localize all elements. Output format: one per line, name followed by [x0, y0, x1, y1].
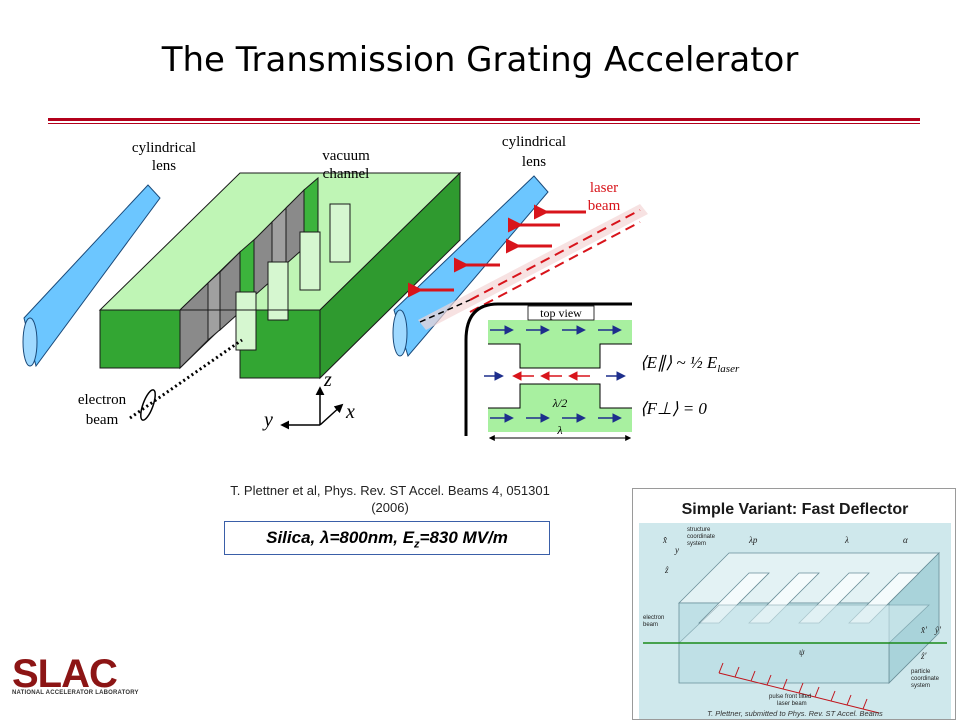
lambda-label: λ	[556, 423, 562, 437]
inset-x-label: x̂	[662, 535, 667, 545]
half-lambda-label: λ/2	[552, 396, 568, 410]
slac-logo: SLAC	[12, 652, 118, 692]
inset-psi-label: ψ	[799, 647, 805, 657]
fast-deflector-diagram: structure coordinate system electron bea…	[643, 527, 947, 714]
param-middle: =800nm, E	[329, 528, 415, 547]
electron-beam	[129, 338, 243, 421]
param-suffix: =830 MV/m	[419, 528, 508, 547]
inset-structure-label-2: coordinate	[687, 534, 716, 540]
inset-yp-label: ŷ′	[934, 625, 942, 635]
fast-deflector-inset: Simple Variant: Fast Deflector	[632, 488, 956, 720]
laser-label-1: laser	[590, 180, 618, 196]
left-lens-label-1: cylindrical	[132, 140, 196, 156]
right-lens-label-2: lens	[522, 154, 546, 170]
title-rule	[48, 118, 920, 121]
top-view-panel: top view λ/2 λ	[464, 302, 632, 441]
citation-line-1: T. Plettner et al, Phys. Rev. ST Accel. …	[230, 483, 550, 498]
inset-structure-label-1: structure	[687, 527, 711, 533]
citation: T. Plettner et al, Phys. Rev. ST Accel. …	[180, 482, 600, 516]
inset-electron-label-1: electron	[643, 615, 664, 621]
slide-title: The Transmission Grating Accelerator	[161, 40, 799, 80]
title-rule-thin	[48, 123, 920, 124]
channel-label-2: channel	[323, 166, 370, 182]
left-cylindrical-lens	[22, 184, 161, 368]
citation-line-2: (2006)	[371, 500, 409, 515]
parameter-box: Silica, λ=800nm, Ez=830 MV/m	[224, 521, 550, 555]
inset-citation: T. Plettner, submitted to Phys. Rev. ST …	[707, 709, 883, 718]
left-lens-label-2: lens	[152, 158, 176, 174]
inset-zp-label: ẑ′	[920, 651, 928, 661]
axis-y-label: y	[262, 409, 273, 431]
equation-field-parallel-main: ⟨E∥⟩ ~ ½ E	[640, 353, 718, 372]
inset-figure: structure coordinate system electron bea…	[639, 523, 951, 719]
inset-pulse-label-2: laser beam	[777, 701, 807, 707]
inset-z-label: ẑ	[664, 565, 669, 575]
inset-alpha-label: α	[903, 535, 908, 545]
laser-beam	[408, 204, 648, 330]
inset-particle-label-2: coordinate	[911, 676, 940, 682]
inset-lambda-label: λ	[844, 535, 849, 545]
inset-pulse-label-1: pulse front tilted	[769, 694, 811, 700]
slac-logo-subtitle: NATIONAL ACCELERATOR LABORATORY	[12, 690, 139, 696]
electron-label-1: electron	[78, 392, 127, 408]
param-lambda: λ	[319, 528, 330, 547]
inset-electron-label-2: beam	[643, 622, 658, 628]
axis-x-label: x	[345, 401, 355, 423]
inset-structure-label-3: system	[687, 541, 706, 547]
inset-xp-label: x̂′	[920, 625, 928, 635]
equation-field-parallel-sub: laser	[717, 363, 740, 375]
axis-z-label: z	[323, 369, 332, 391]
slac-logo-text: SLAC	[12, 652, 117, 692]
channel-label-1: vacuum	[322, 148, 370, 164]
param-prefix: Silica,	[266, 528, 320, 547]
top-view-label: top view	[540, 306, 582, 320]
inset-particle-label-3: system	[911, 683, 930, 689]
grating-structure	[98, 171, 462, 380]
equation-field-parallel: ⟨E∥⟩ ~ ½ Elaser	[640, 353, 740, 375]
grating-accelerator-diagram: cylindrical lens vacuum channel cylindri…	[22, 134, 740, 441]
inset-y-label: y	[674, 545, 679, 555]
equation-force-perp: ⟨F⊥⟩ = 0	[640, 399, 707, 418]
coordinate-axes	[280, 386, 344, 430]
param-sub: z	[414, 538, 420, 551]
laser-label-2: beam	[588, 198, 621, 214]
inset-title: Simple Variant: Fast Deflector	[681, 501, 909, 518]
right-lens-label-1: cylindrical	[502, 134, 566, 150]
electron-label-2: beam	[86, 412, 119, 428]
inset-lambda-p-label: λp	[748, 535, 758, 545]
inset-particle-label-1: particle	[911, 669, 931, 675]
